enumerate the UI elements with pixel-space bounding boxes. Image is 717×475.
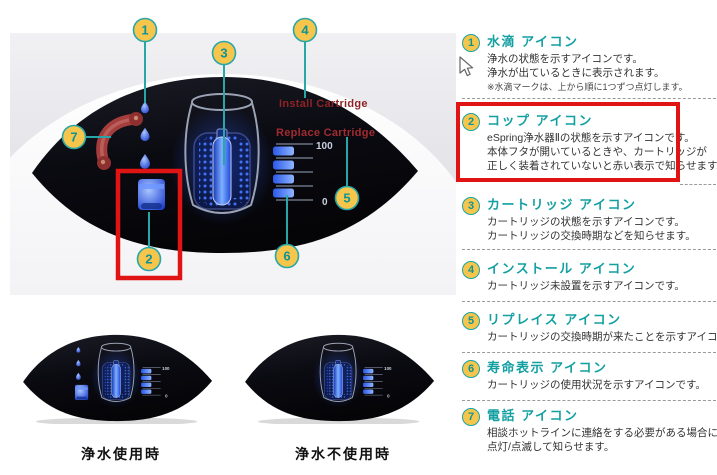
gauge-min-label: 0 bbox=[165, 394, 168, 399]
svg-text:5: 5 bbox=[343, 191, 350, 206]
control-panel-photo-svg: Install Cartridge Replace Cartridge 100 … bbox=[10, 17, 456, 295]
callout-2: 2 bbox=[136, 246, 162, 272]
callout-lines bbox=[85, 41, 348, 248]
legend-item-desc: カートリッジ未設置を示すアイコンです。 bbox=[487, 280, 685, 292]
control-panel-photo: Install Cartridge Replace Cartridge 100 … bbox=[10, 15, 456, 297]
legend-item-desc: カートリッジの交換時期が来たことを示すアイコンです。 bbox=[487, 331, 717, 343]
callout-6: 6 bbox=[274, 243, 300, 269]
legend-item-title: カートリッジ アイコン bbox=[487, 197, 637, 212]
callout-circles: 1 3 4 7 5 2 6 bbox=[61, 17, 360, 272]
legend-item-desc: 相談ホットラインに連絡をする必要がある場合に bbox=[487, 427, 717, 439]
svg-text:7: 7 bbox=[70, 130, 77, 145]
legend-highlight-box bbox=[456, 102, 680, 182]
legend-item-desc: 浄水の状態を示すアイコンです。 bbox=[487, 53, 643, 65]
legend-item-phone: 7 電話 アイコン 相談ホットラインに連絡をする必要がある場合に 点灯/点滅して… bbox=[460, 408, 717, 455]
legend-item-note: ※水滴マークは、上から順に1つずつ点灯します。 bbox=[487, 82, 688, 92]
legend-item-title: コップ アイコン bbox=[487, 113, 593, 128]
divider bbox=[462, 301, 716, 302]
legend-item-install: 4 インストール アイコン カートリッジ未設置を示すアイコンです。 bbox=[460, 261, 717, 294]
legend-item-title: 寿命表示 アイコン bbox=[487, 360, 608, 375]
callout-3: 3 bbox=[211, 40, 237, 66]
mouse-cursor-icon bbox=[459, 56, 474, 77]
callout-7: 7 bbox=[61, 124, 87, 150]
panel-in-use-svg: 100 0 bbox=[23, 334, 213, 426]
callout-1: 1 bbox=[132, 17, 158, 43]
cup-icon bbox=[74, 384, 89, 401]
callout-4: 4 bbox=[292, 17, 318, 43]
legend-item-title: 水滴 アイコン bbox=[487, 34, 579, 49]
legend-item-desc: カートリッジの交換時期などを知らせます。 bbox=[487, 230, 696, 242]
legend-item-life-gauge: 6 寿命表示 アイコン カートリッジの使用状況を示すアイコンです。 bbox=[460, 360, 717, 393]
gauge-max-label: 100 bbox=[162, 366, 170, 371]
gauge-min-label: 0 bbox=[322, 197, 328, 208]
svg-text:3: 3 bbox=[220, 46, 227, 61]
divider bbox=[680, 184, 716, 185]
gauge-min-label: 0 bbox=[387, 394, 390, 399]
legend-item-title: リプレイス アイコン bbox=[487, 312, 622, 327]
legend-item-desc: カートリッジの使用状況を示すアイコンです。 bbox=[487, 379, 706, 391]
legend-item-desc: 正しく装着されていないと赤い表示で知らせます。 bbox=[487, 160, 717, 172]
divider bbox=[462, 98, 716, 99]
svg-text:2: 2 bbox=[145, 252, 152, 267]
svg-text:1: 1 bbox=[141, 23, 148, 38]
legend-item-title: インストール アイコン bbox=[487, 261, 637, 276]
caption-not-in-use: 浄水不使用時 bbox=[295, 446, 391, 462]
svg-text:6: 6 bbox=[283, 249, 290, 264]
cup-icon bbox=[138, 179, 165, 210]
divider bbox=[462, 400, 716, 401]
legend-number-badge: 4 bbox=[462, 261, 480, 279]
caption-in-use: 浄水使用時 bbox=[81, 446, 161, 462]
replace-cartridge-text: Replace Cartridge bbox=[276, 127, 375, 139]
legend-number-badge: 5 bbox=[462, 312, 480, 330]
legend-item-water-drop: 1 水滴 アイコン 浄水の状態を示すアイコンです。 浄水が出ているときに表示され… bbox=[460, 34, 717, 93]
icon-legend: 1 水滴 アイコン 浄水の状態を示すアイコンです。 浄水が出ているときに表示され… bbox=[460, 0, 717, 475]
install-cartridge-text: Install Cartridge bbox=[279, 98, 368, 110]
legend-item-desc: 浄水が出ているときに表示されます。 bbox=[487, 67, 665, 79]
panel-not-in-use-svg: 100 0 bbox=[245, 334, 435, 426]
gauge-max-label: 100 bbox=[316, 141, 333, 152]
legend-item-title: 電話 アイコン bbox=[487, 408, 579, 423]
legend-item-desc: eSpring浄水器Ⅱの状態を示すアイコンです。 bbox=[487, 132, 695, 144]
gauge-max-label: 100 bbox=[384, 366, 392, 371]
panel-state-not-in-use-figure: 100 0 浄水不使用時 bbox=[240, 330, 446, 464]
callout-5: 5 bbox=[334, 185, 360, 211]
legend-number-badge: 2 bbox=[462, 113, 480, 131]
legend-item-cartridge: 3 カートリッジ アイコン カートリッジの状態を示すアイコンです。 カートリッジ… bbox=[460, 197, 717, 244]
panel-state-in-use-figure: 100 0 浄水使用時 bbox=[18, 330, 224, 464]
legend-item-desc: 本体フタが開いているときや、カートリッジが bbox=[487, 146, 707, 158]
legend-item-cup: 2 コップ アイコン eSpring浄水器Ⅱの状態を示すアイコンです。 本体フタ… bbox=[460, 113, 717, 174]
legend-number-badge: 6 bbox=[462, 360, 480, 378]
divider bbox=[462, 352, 716, 353]
legend-number-badge: 1 bbox=[462, 34, 480, 52]
divider bbox=[462, 249, 716, 250]
legend-item-replace: 5 リプレイス アイコン カートリッジの交換時期が来たことを示すアイコンです。 bbox=[460, 312, 717, 345]
legend-number-badge: 7 bbox=[462, 408, 480, 426]
svg-text:4: 4 bbox=[301, 23, 309, 38]
legend-number-badge: 3 bbox=[462, 197, 480, 215]
legend-item-desc: カートリッジの状態を示すアイコンです。 bbox=[487, 216, 685, 228]
photo-highlight-box bbox=[115, 168, 183, 281]
legend-item-desc: 点灯/点滅して知らせます。 bbox=[487, 441, 615, 453]
